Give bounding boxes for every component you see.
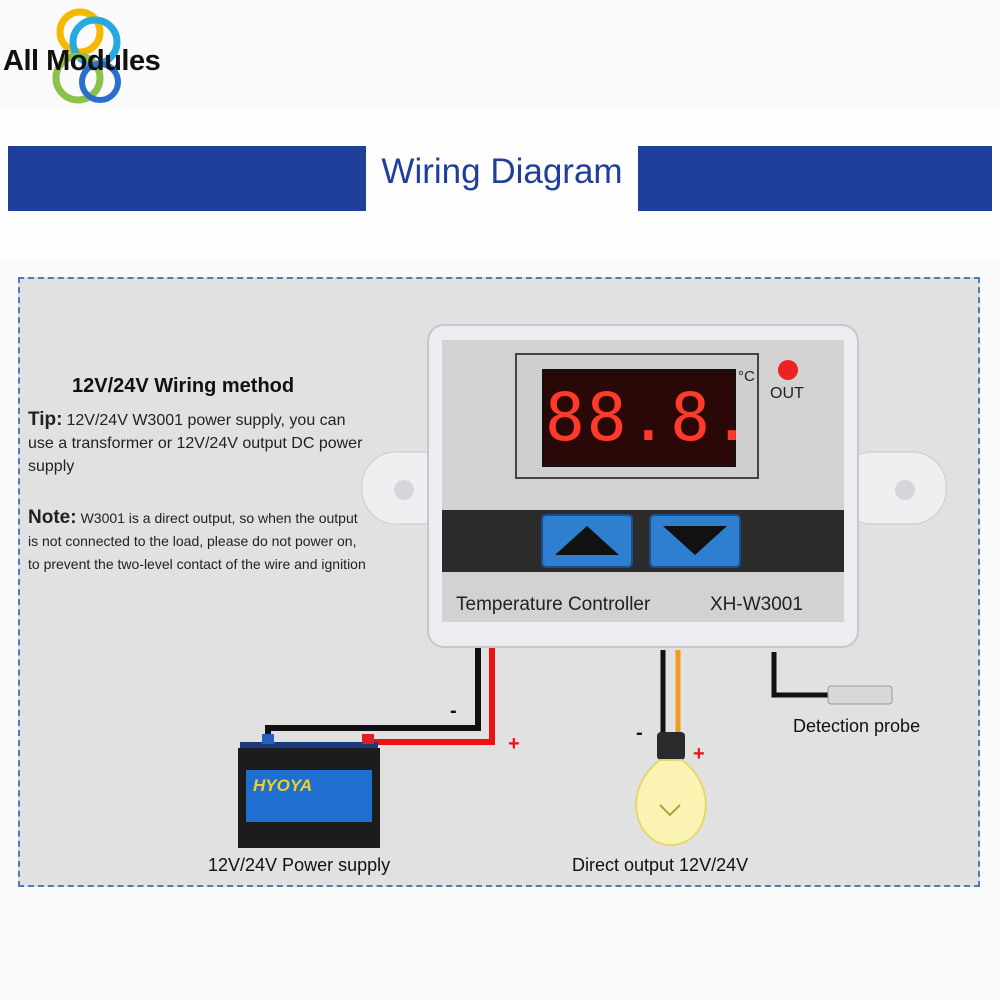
controller-model: XH-W3001 [710,594,803,615]
out-led-icon [778,360,798,380]
battery-plus-sign: + [508,733,520,755]
battery-positive-wire [368,648,495,745]
tip-label: Tip: [28,409,63,430]
button-strip [442,510,844,572]
lamp-minus-sign: - [636,722,643,744]
up-arrow-icon [555,526,619,555]
light-bulb-icon [635,732,707,847]
page-title: Wiring Diagram [381,152,623,191]
tip-body: 12V/24V W3001 power supply, you can use … [28,412,363,475]
temperature-display: 88.8. [545,379,754,456]
note-text: Note:W3001 is a direct output, so when t… [28,506,368,576]
detection-probe-icon [827,685,893,705]
tip-text: Tip:12V/24V W3001 power supply, you can … [28,408,368,478]
wiring-method-heading: 12V/24V Wiring method [72,375,295,397]
battery-brand: HYOYA [253,776,313,795]
out-label: OUT [770,385,804,402]
celsius-unit: °C [738,368,755,385]
probe-label: Detection probe [793,716,921,736]
mount-hole-right [895,480,915,500]
logo-text: All Modules [3,45,161,77]
title-band-right [638,146,992,211]
mount-hole-left [394,480,414,500]
logo-swirl-icon [52,8,121,104]
direct-output-label: Direct output 12V/24V [572,855,749,875]
battery-negative-wire [265,648,481,742]
title-band-left [8,146,366,211]
battery-icon [238,734,380,848]
lamp-plus-sign: + [693,743,705,765]
note-body: W3001 is a direct output, so when the ou… [28,510,366,572]
battery-minus-sign: - [450,700,457,722]
display-screen [542,369,736,467]
power-supply-label: 12V/24V Power supply [208,855,391,875]
note-label: Note: [28,507,77,528]
logo: All Modules [0,0,180,115]
down-arrow-icon [663,526,727,555]
controller-name: Temperature Controller [456,594,651,615]
probe-wire [771,652,830,698]
